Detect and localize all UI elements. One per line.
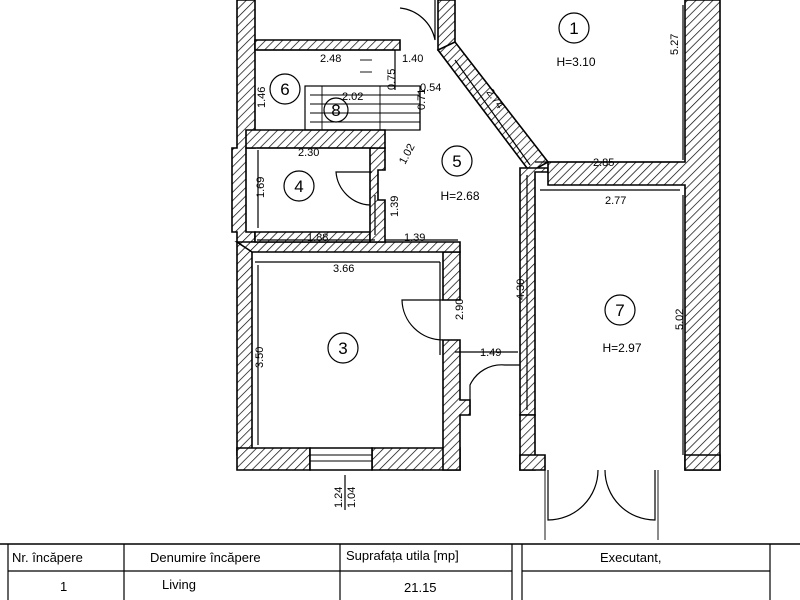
dim-3-66: 3.66 xyxy=(333,263,354,275)
dim-0-54: 0.54 xyxy=(420,82,441,94)
door-entrance xyxy=(469,364,520,415)
dim-2-30: 2.30 xyxy=(298,147,319,159)
wall-room3-right-lower xyxy=(442,339,471,471)
dim-2-77: 2.77 xyxy=(605,195,626,207)
row-1-area: 21.15 xyxy=(404,580,437,595)
room-8-marker: 8 xyxy=(323,97,349,123)
window-bottom xyxy=(309,447,373,471)
svg-text:7: 7 xyxy=(615,301,624,320)
dim-1-04: 1.04 xyxy=(346,487,358,508)
wall-room4-top xyxy=(245,129,386,149)
row-1-name: Living xyxy=(162,577,196,592)
room-1-marker: 1 xyxy=(558,12,590,44)
wall-room3-right xyxy=(442,251,461,301)
door-room7-right xyxy=(604,469,656,521)
room-7-height: H=2.97 xyxy=(602,341,641,355)
dim-1-88: 1.88 xyxy=(307,232,328,244)
header-executant: Executant, xyxy=(600,550,662,565)
table-grid xyxy=(0,543,800,600)
wall-room4-right xyxy=(369,147,386,243)
room-6-marker: 6 xyxy=(269,73,301,105)
dim-1-40: 1.40 xyxy=(402,53,423,65)
room-table: Nr. încăpere Denumire încăpere Suprafața… xyxy=(0,541,800,600)
dim-2-90: 2.90 xyxy=(454,299,466,320)
svg-text:4: 4 xyxy=(294,177,303,196)
dim-4-30: 4.30 xyxy=(515,279,527,300)
door-room3 xyxy=(401,299,444,341)
dim-2-48: 2.48 xyxy=(320,53,341,65)
dim-1-39-horizontal: 1.39 xyxy=(404,232,425,244)
room-7-marker: 7 xyxy=(604,294,636,326)
room-5-height: H=2.68 xyxy=(440,189,479,203)
svg-text:3: 3 xyxy=(338,339,347,358)
dim-0-75: 0.75 xyxy=(386,69,398,90)
walls xyxy=(231,0,721,471)
svg-text:6: 6 xyxy=(280,80,289,99)
row-1-number: 1 xyxy=(60,579,68,594)
dim-2-85: 2.85 xyxy=(593,157,614,169)
dim-1-46: 1.46 xyxy=(256,87,268,108)
dim-5-27: 5.27 xyxy=(669,34,681,55)
room-4-marker: 4 xyxy=(283,170,315,202)
svg-text:5: 5 xyxy=(452,152,461,171)
header-room-number: Nr. încăpere xyxy=(12,550,83,565)
wall-room1-bottom xyxy=(547,0,721,471)
door-room1 xyxy=(399,0,436,41)
room-3-marker: 3 xyxy=(327,332,359,364)
wall-room7-bottom-right xyxy=(684,454,721,471)
header-room-name: Denumire încăpere xyxy=(150,550,261,565)
stairs xyxy=(310,59,420,130)
wall-left-outer xyxy=(231,0,256,456)
door-room7-left xyxy=(547,469,599,521)
room-5-marker: 5 xyxy=(441,145,473,177)
dim-1-39-vertical: 1.39 xyxy=(389,196,401,217)
wall-bottom-room3 xyxy=(236,447,311,471)
dim-2-02: 2.02 xyxy=(342,91,363,103)
doors xyxy=(335,0,659,540)
dim-5-02: 5.02 xyxy=(674,309,686,330)
dim-1-69: 1.69 xyxy=(255,177,267,198)
dim-3-50: 3.50 xyxy=(254,347,266,368)
svg-text:1: 1 xyxy=(569,19,578,38)
door-room4 xyxy=(335,171,372,206)
svg-text:8: 8 xyxy=(331,101,340,120)
dim-1-49: 1.49 xyxy=(480,347,501,359)
header-usable-area: Suprafața utila [mp] xyxy=(346,548,459,563)
dim-1-02: 1.02 xyxy=(397,142,418,167)
wall-room3-top xyxy=(234,241,461,253)
dim-1-24: 1.24 xyxy=(333,487,345,508)
wall-room7-bottom-left xyxy=(519,454,546,471)
dimension-lines xyxy=(255,5,684,510)
room-1-height: H=3.10 xyxy=(556,55,595,69)
wall-room6-top xyxy=(254,39,401,51)
dim-0-71: 0.71 xyxy=(416,89,428,110)
